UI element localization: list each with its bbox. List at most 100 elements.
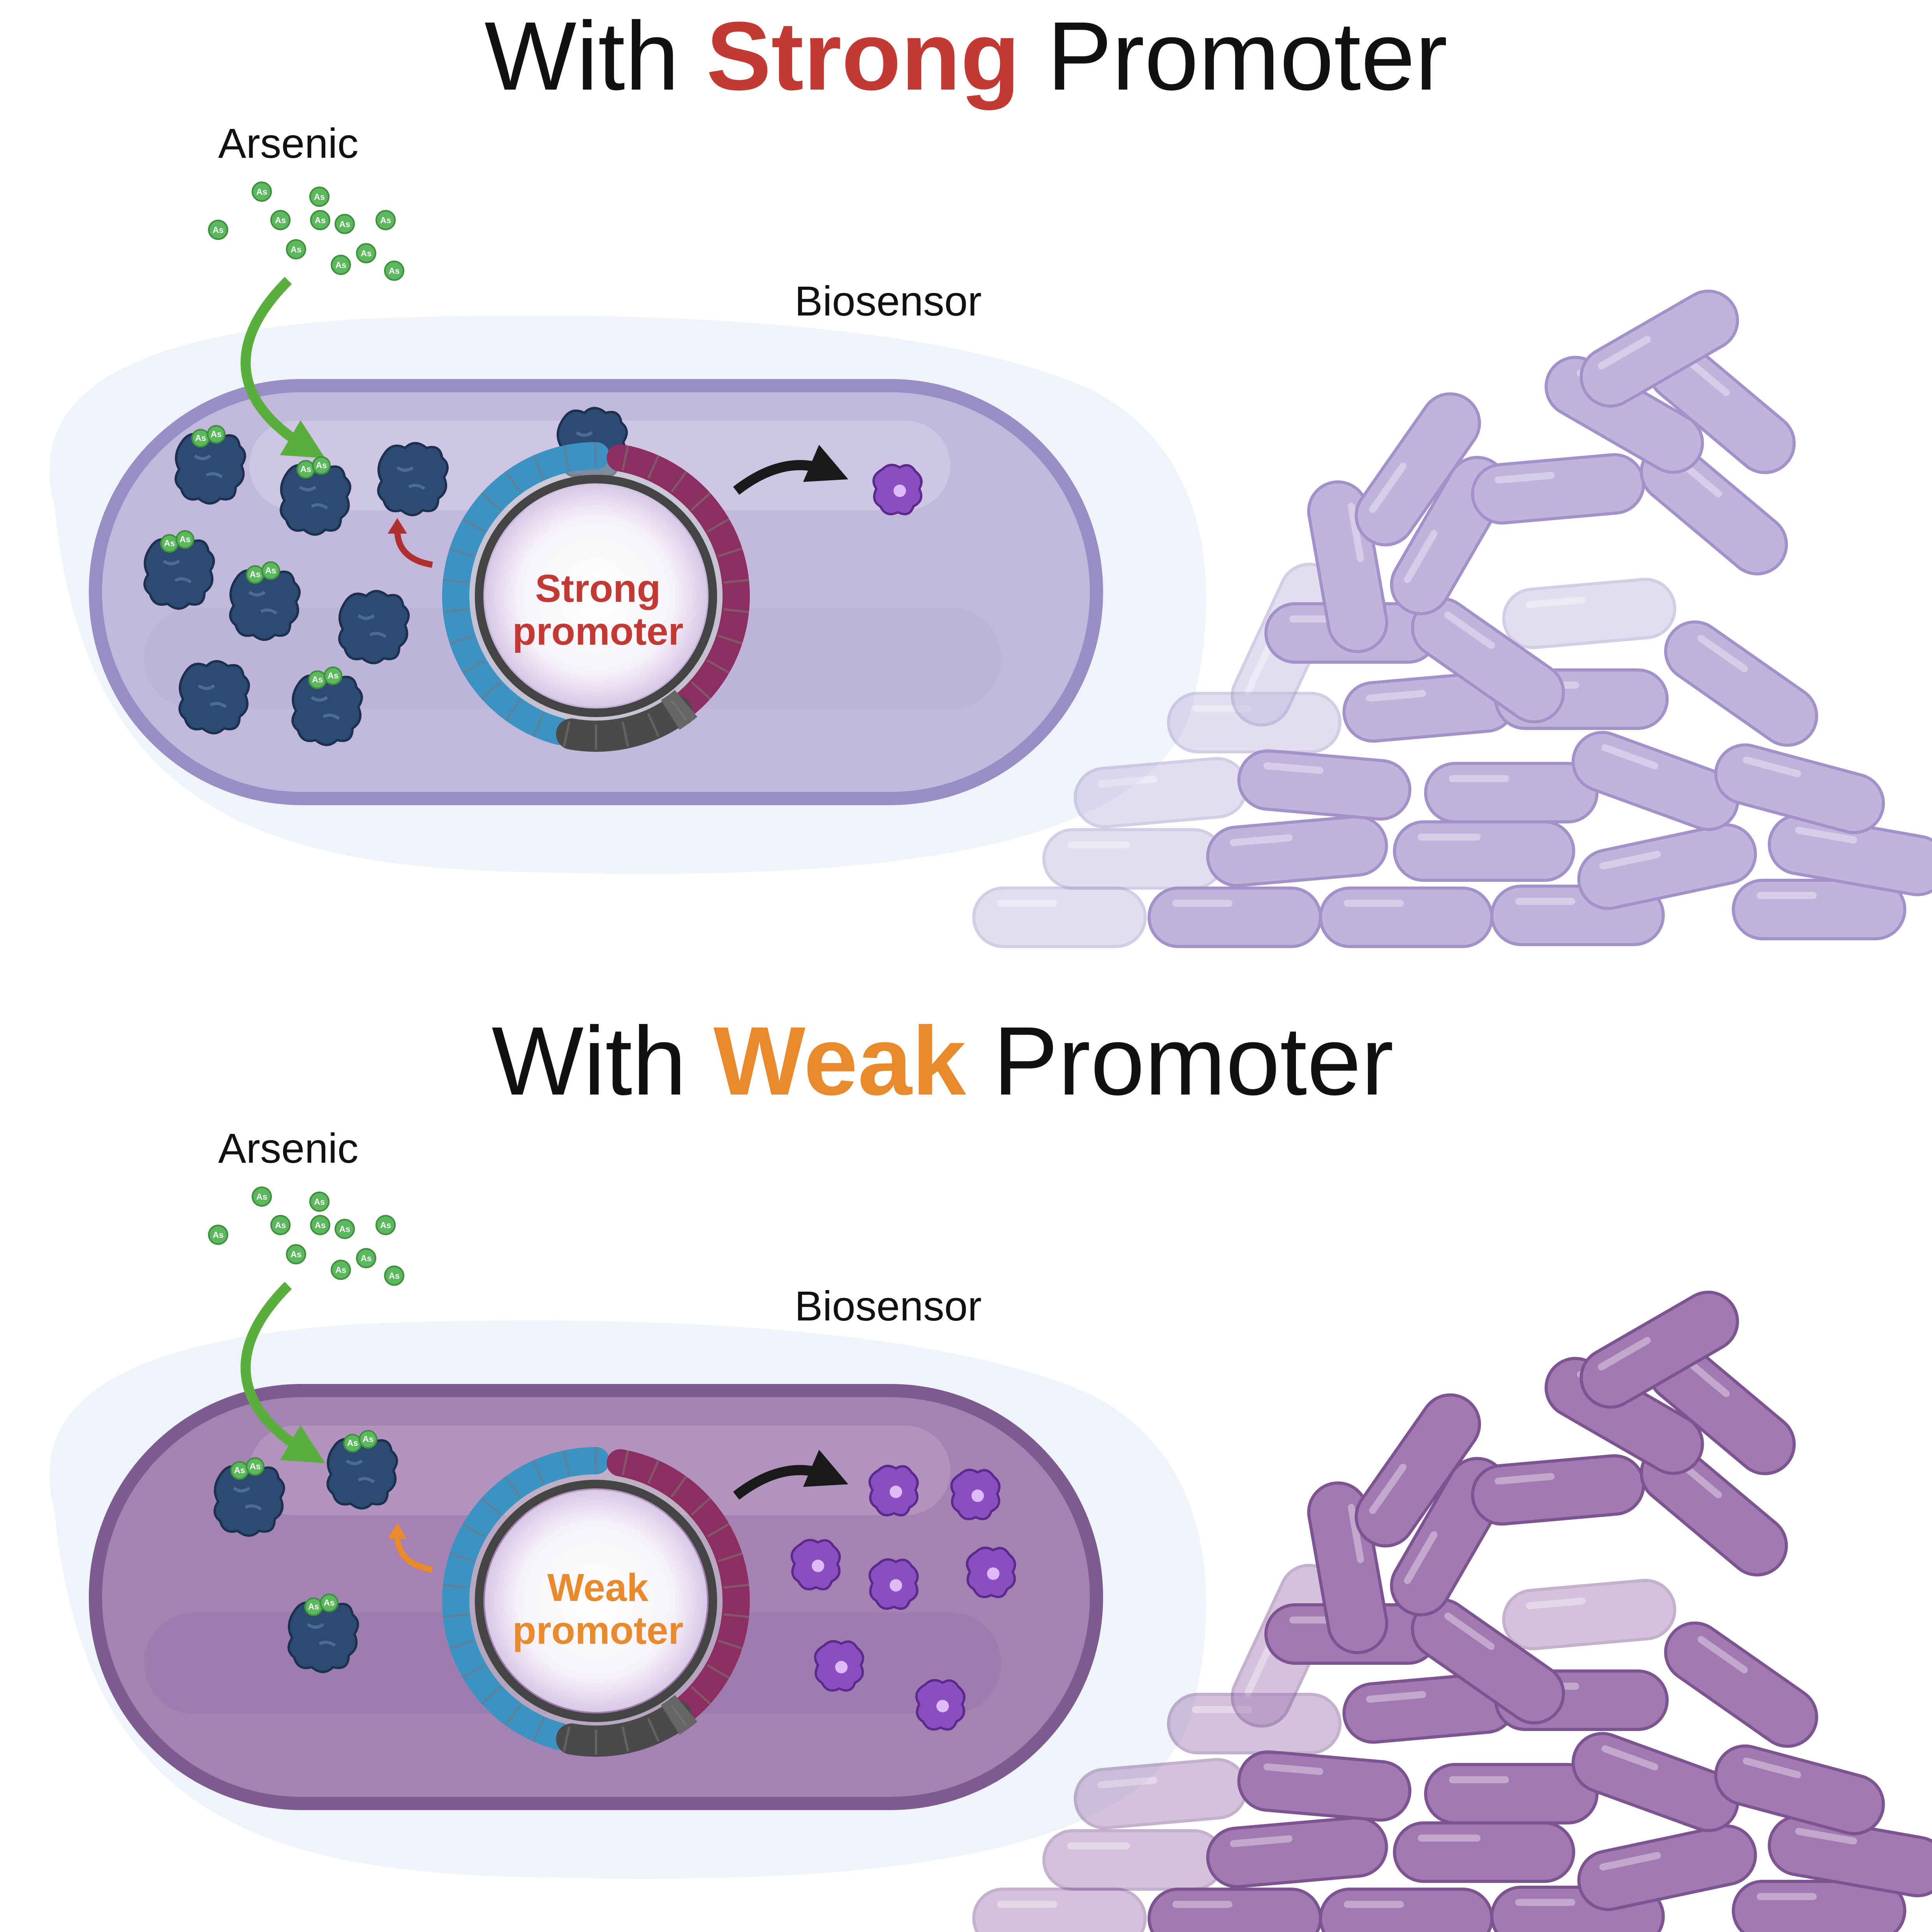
bacterium-icon xyxy=(1206,815,1388,887)
induction-arrow xyxy=(394,529,433,568)
arsenic-symbol: As xyxy=(328,671,338,680)
induction-arrowhead xyxy=(388,1523,407,1539)
arsenic-atom-icon: As xyxy=(356,1248,376,1268)
arsenic-atom-icon: As xyxy=(335,214,355,234)
bacterium-icon xyxy=(1424,1763,1599,1824)
bacterium-icon xyxy=(1579,1290,1739,1409)
bacterium-icon xyxy=(1074,1758,1248,1830)
bacterium-icon xyxy=(1424,762,1599,823)
bacterium-icon xyxy=(1393,1821,1575,1883)
arsenic-symbol: As xyxy=(256,187,267,197)
bound-repressor-icon: As As xyxy=(213,1457,285,1537)
bacterium-icon xyxy=(1664,1621,1818,1748)
bacterium-icon xyxy=(1571,731,1740,831)
repressor-protein-icon xyxy=(178,660,250,735)
arsenic-symbol: As xyxy=(213,225,224,235)
arsenic-symbol: As xyxy=(312,675,323,684)
induction-arrowhead xyxy=(388,518,407,534)
arsenic-symbol: As xyxy=(256,1192,267,1202)
arsenic-atom-icon: As xyxy=(270,1215,291,1235)
title-highlight: Strong xyxy=(706,2,1020,110)
arsenic-symbol: As xyxy=(335,1265,346,1275)
arsenic-symbol: As xyxy=(315,215,326,225)
bacterium-icon xyxy=(1319,1888,1493,1932)
arsenic-symbol: As xyxy=(389,1271,400,1281)
arsenic-label: Arsenic xyxy=(218,120,358,167)
arsenic-symbol: As xyxy=(335,260,346,270)
arsenic-symbol: As xyxy=(380,215,391,225)
bacterium-icon xyxy=(1148,887,1322,948)
title-suffix: Promoter xyxy=(966,1007,1394,1115)
title-prefix: With xyxy=(485,2,706,110)
arsenic-symbol: As xyxy=(314,192,325,202)
arsenic-symbol: As xyxy=(314,1197,325,1207)
arsenic-symbol: As xyxy=(291,1250,301,1259)
repressor-gene-segment xyxy=(442,1447,610,1750)
repressor-gene-segment xyxy=(442,442,610,745)
arsenic-symbol: As xyxy=(389,266,400,276)
panel-title: With Strong Promoter xyxy=(485,2,1447,110)
arsenic-symbol: As xyxy=(316,460,327,470)
arsenic-atom-icon: As xyxy=(286,1244,306,1264)
promoter-label-line2: promoter xyxy=(513,1609,684,1652)
reporter-protein-icon xyxy=(950,1468,1001,1520)
arsenic-atom-icon: As xyxy=(384,261,404,281)
repressor-protein-icon xyxy=(377,442,449,516)
arsenic-symbol: As xyxy=(164,538,175,548)
plasmid-icon xyxy=(442,1447,750,1757)
arsenic-atom-icon: As xyxy=(375,210,396,230)
arsenic-atom-icon: As xyxy=(310,1215,330,1235)
expression-arrow xyxy=(733,444,848,495)
expression-arrow xyxy=(733,1449,848,1500)
arsenic-atom-icon: As xyxy=(309,187,330,207)
bacterium-icon xyxy=(1042,828,1225,890)
arsenic-symbol: As xyxy=(361,1253,372,1263)
reporter-protein-icon xyxy=(872,464,923,515)
backbone-segment xyxy=(556,695,692,752)
plasmid-icon xyxy=(442,442,750,752)
arsenic-uptake-arrow xyxy=(240,1282,325,1463)
bacterium-icon xyxy=(1206,1816,1388,1888)
arsenic-symbol: As xyxy=(363,1434,374,1444)
arsenic-symbol: As xyxy=(250,1461,261,1471)
repressor-protein-icon xyxy=(338,590,410,665)
bacterium-icon xyxy=(1237,1750,1412,1822)
reporter-protein-icon xyxy=(966,1546,1016,1598)
reporter-group xyxy=(790,1465,1016,1731)
arsenic-atom-icon: As xyxy=(270,210,291,230)
bacterium-icon xyxy=(1714,743,1885,834)
arsenic-atom-icon: As xyxy=(208,1225,228,1245)
arsenic-atom-icon: As xyxy=(252,182,272,202)
arsenic-symbol: As xyxy=(234,1465,245,1475)
reporter-protein-icon xyxy=(915,1679,966,1731)
arsenic-atom-icon: As xyxy=(384,1266,404,1286)
reporter-protein-icon xyxy=(814,1640,864,1692)
arsenic-atom-icon: As xyxy=(309,1192,330,1212)
reporter-group xyxy=(872,464,923,515)
bacterium-icon xyxy=(1502,578,1676,649)
bacterium-icon xyxy=(1732,1880,1906,1932)
bacterium-icon xyxy=(1167,1693,1341,1754)
arsenic-symbol: As xyxy=(339,219,350,229)
bacterial-colony xyxy=(972,289,1932,948)
reporter-protein-icon xyxy=(790,1539,841,1590)
bacterium-icon xyxy=(1319,887,1493,948)
arsenic-symbol: As xyxy=(275,1220,286,1230)
bacterium-icon xyxy=(1647,340,1796,474)
panel-title: With Weak Promoter xyxy=(492,1007,1394,1115)
reporter-protein-icon xyxy=(868,1465,919,1516)
induction-arrow xyxy=(394,1534,433,1573)
arsenic-atom-icon: As xyxy=(331,1260,351,1280)
arsenic-symbol: As xyxy=(265,566,276,575)
bacterium-icon xyxy=(1579,289,1739,408)
title-prefix: With xyxy=(492,1007,713,1115)
